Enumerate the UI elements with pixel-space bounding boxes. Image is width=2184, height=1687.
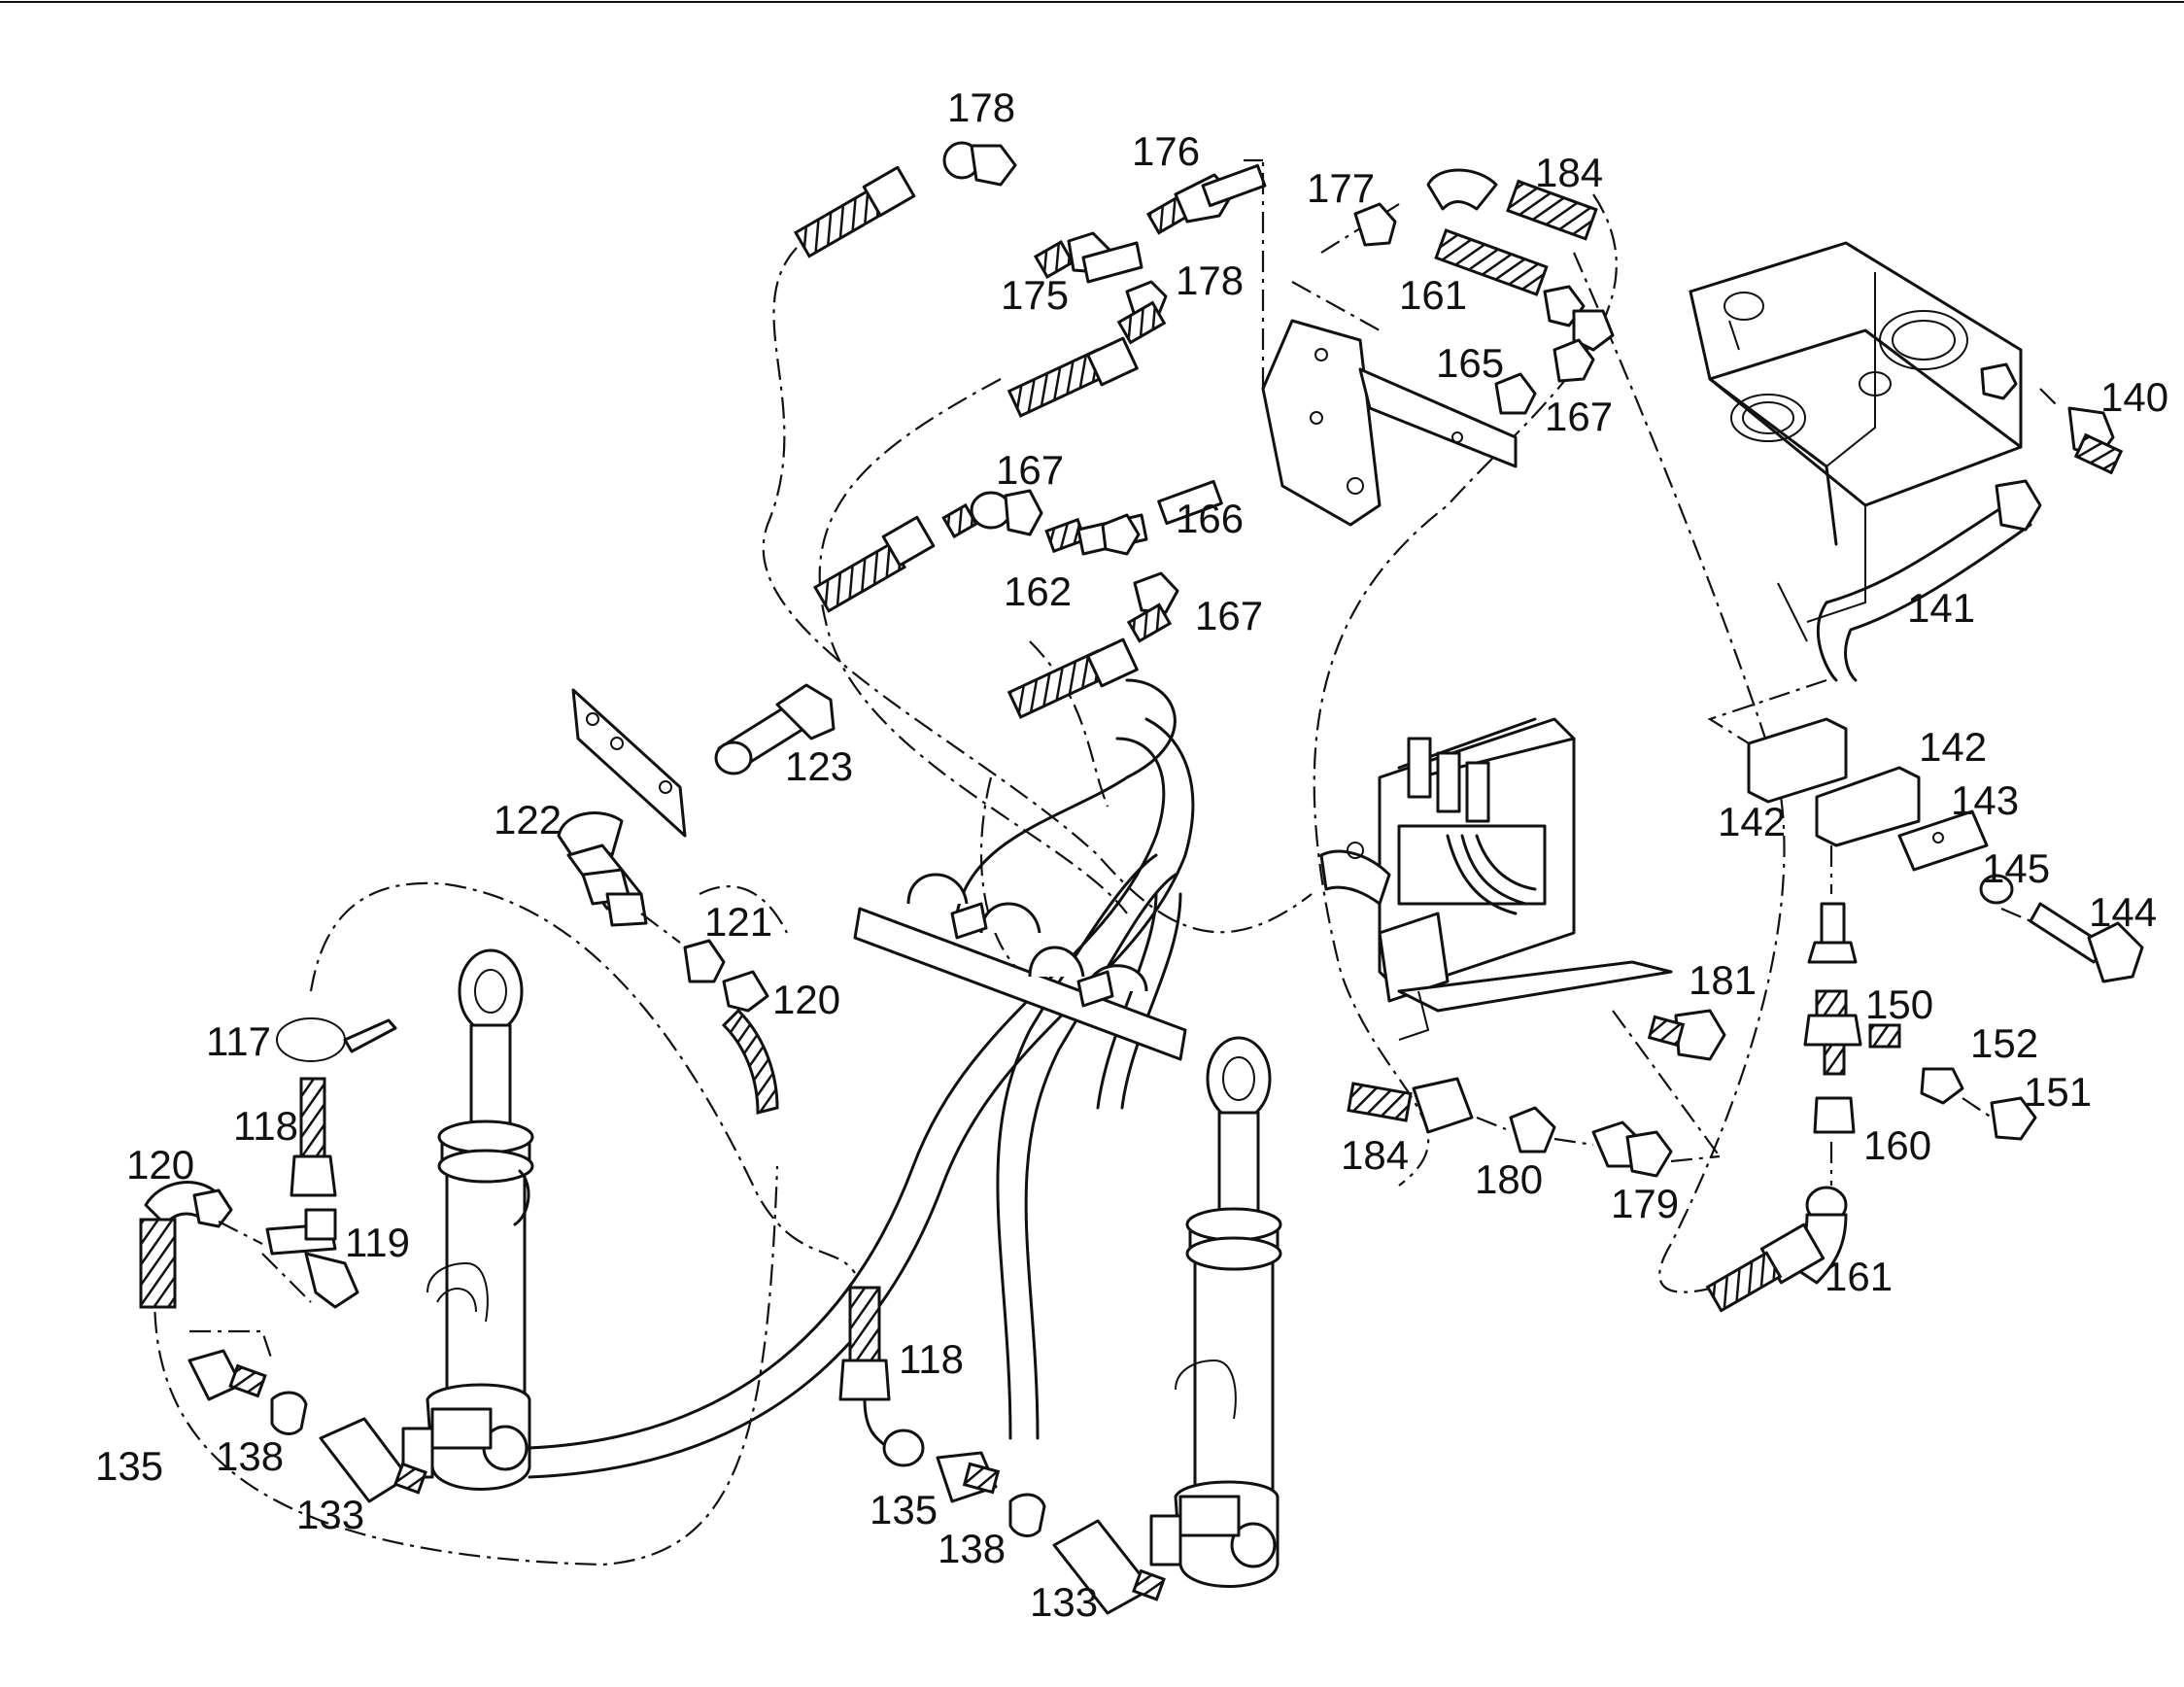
callout-138-right: 138 [938,1526,1006,1571]
hydraulic-cylinder-right [1149,1036,1282,1588]
fittings-120-121 [683,939,779,1115]
fittings-right-cylinder [838,1286,1166,1615]
callout-175: 175 [1001,272,1069,318]
callout-121: 121 [704,899,772,945]
callout-labels: 178 176 177 184 175 178 161 165 167 140 … [95,85,2168,1625]
callout-179: 179 [1611,1181,1679,1226]
callout-135-right: 135 [870,1487,938,1532]
callout-177: 177 [1307,165,1375,211]
callout-118-right: 118 [899,1336,964,1382]
fittings-179-184 [1347,1009,1726,1178]
callout-152: 152 [1970,1020,2038,1066]
callout-167-low: 167 [1195,593,1263,638]
hydraulic-cylinder-left [401,948,534,1491]
callout-167-top: 167 [1545,394,1613,439]
callout-133-left: 133 [296,1492,364,1537]
callout-120-left: 120 [126,1142,194,1188]
fittings-left-cylinder [139,1017,427,1503]
callout-120-top: 120 [772,977,840,1022]
callout-117: 117 [206,1018,271,1064]
control-valve-block [1319,717,1673,1041]
callout-184-low: 184 [1341,1132,1409,1178]
hose-support-bracket [853,873,1187,1061]
hose-tubes [528,678,1195,1479]
callout-119: 119 [345,1220,410,1265]
callout-161-top: 161 [1399,272,1467,318]
callout-165: 165 [1436,340,1504,386]
callout-133-right: 133 [1030,1579,1098,1625]
callout-160: 160 [1863,1122,1931,1168]
hose-routing-lines [154,193,1786,1566]
callout-162: 162 [1004,568,1072,614]
callout-178-top: 178 [947,85,1015,130]
callout-141: 141 [1907,585,1975,631]
hose-assembly-167-162 [812,479,1223,719]
callout-142-right: 142 [1919,724,1987,770]
callout-143: 143 [1951,777,2019,823]
hose-assembly-178-175 [793,141,1267,418]
callout-122: 122 [494,797,562,843]
callout-118-left: 118 [233,1103,298,1149]
callout-150: 150 [1865,981,1933,1027]
callout-176: 176 [1132,128,1200,174]
callout-161-low: 161 [1825,1254,1893,1299]
callout-145: 145 [1982,845,2050,891]
callout-184-top: 184 [1535,150,1603,195]
callout-166: 166 [1176,496,1244,541]
clamp-assembly-142 [1707,678,2144,983]
fittings-150-160-161 [1705,902,2037,1313]
callout-138-left: 138 [216,1433,284,1479]
bracket-plate [1244,155,1518,527]
callout-144: 144 [2089,889,2157,935]
callout-123: 123 [785,743,853,789]
callout-135-left: 135 [95,1443,163,1489]
hydraulic-tank [1689,241,2023,642]
callout-178-mid: 178 [1176,258,1244,303]
fittings-140-141 [1816,362,2124,682]
fittings-177-184 [1353,168,1615,415]
callout-181: 181 [1689,957,1757,1003]
callout-142-left: 142 [1718,799,1786,844]
bracket-122-123 [557,683,836,944]
callout-151: 151 [2024,1069,2092,1115]
callout-140: 140 [2100,374,2168,420]
callout-167-mid: 167 [996,447,1064,493]
callout-180: 180 [1475,1156,1543,1202]
